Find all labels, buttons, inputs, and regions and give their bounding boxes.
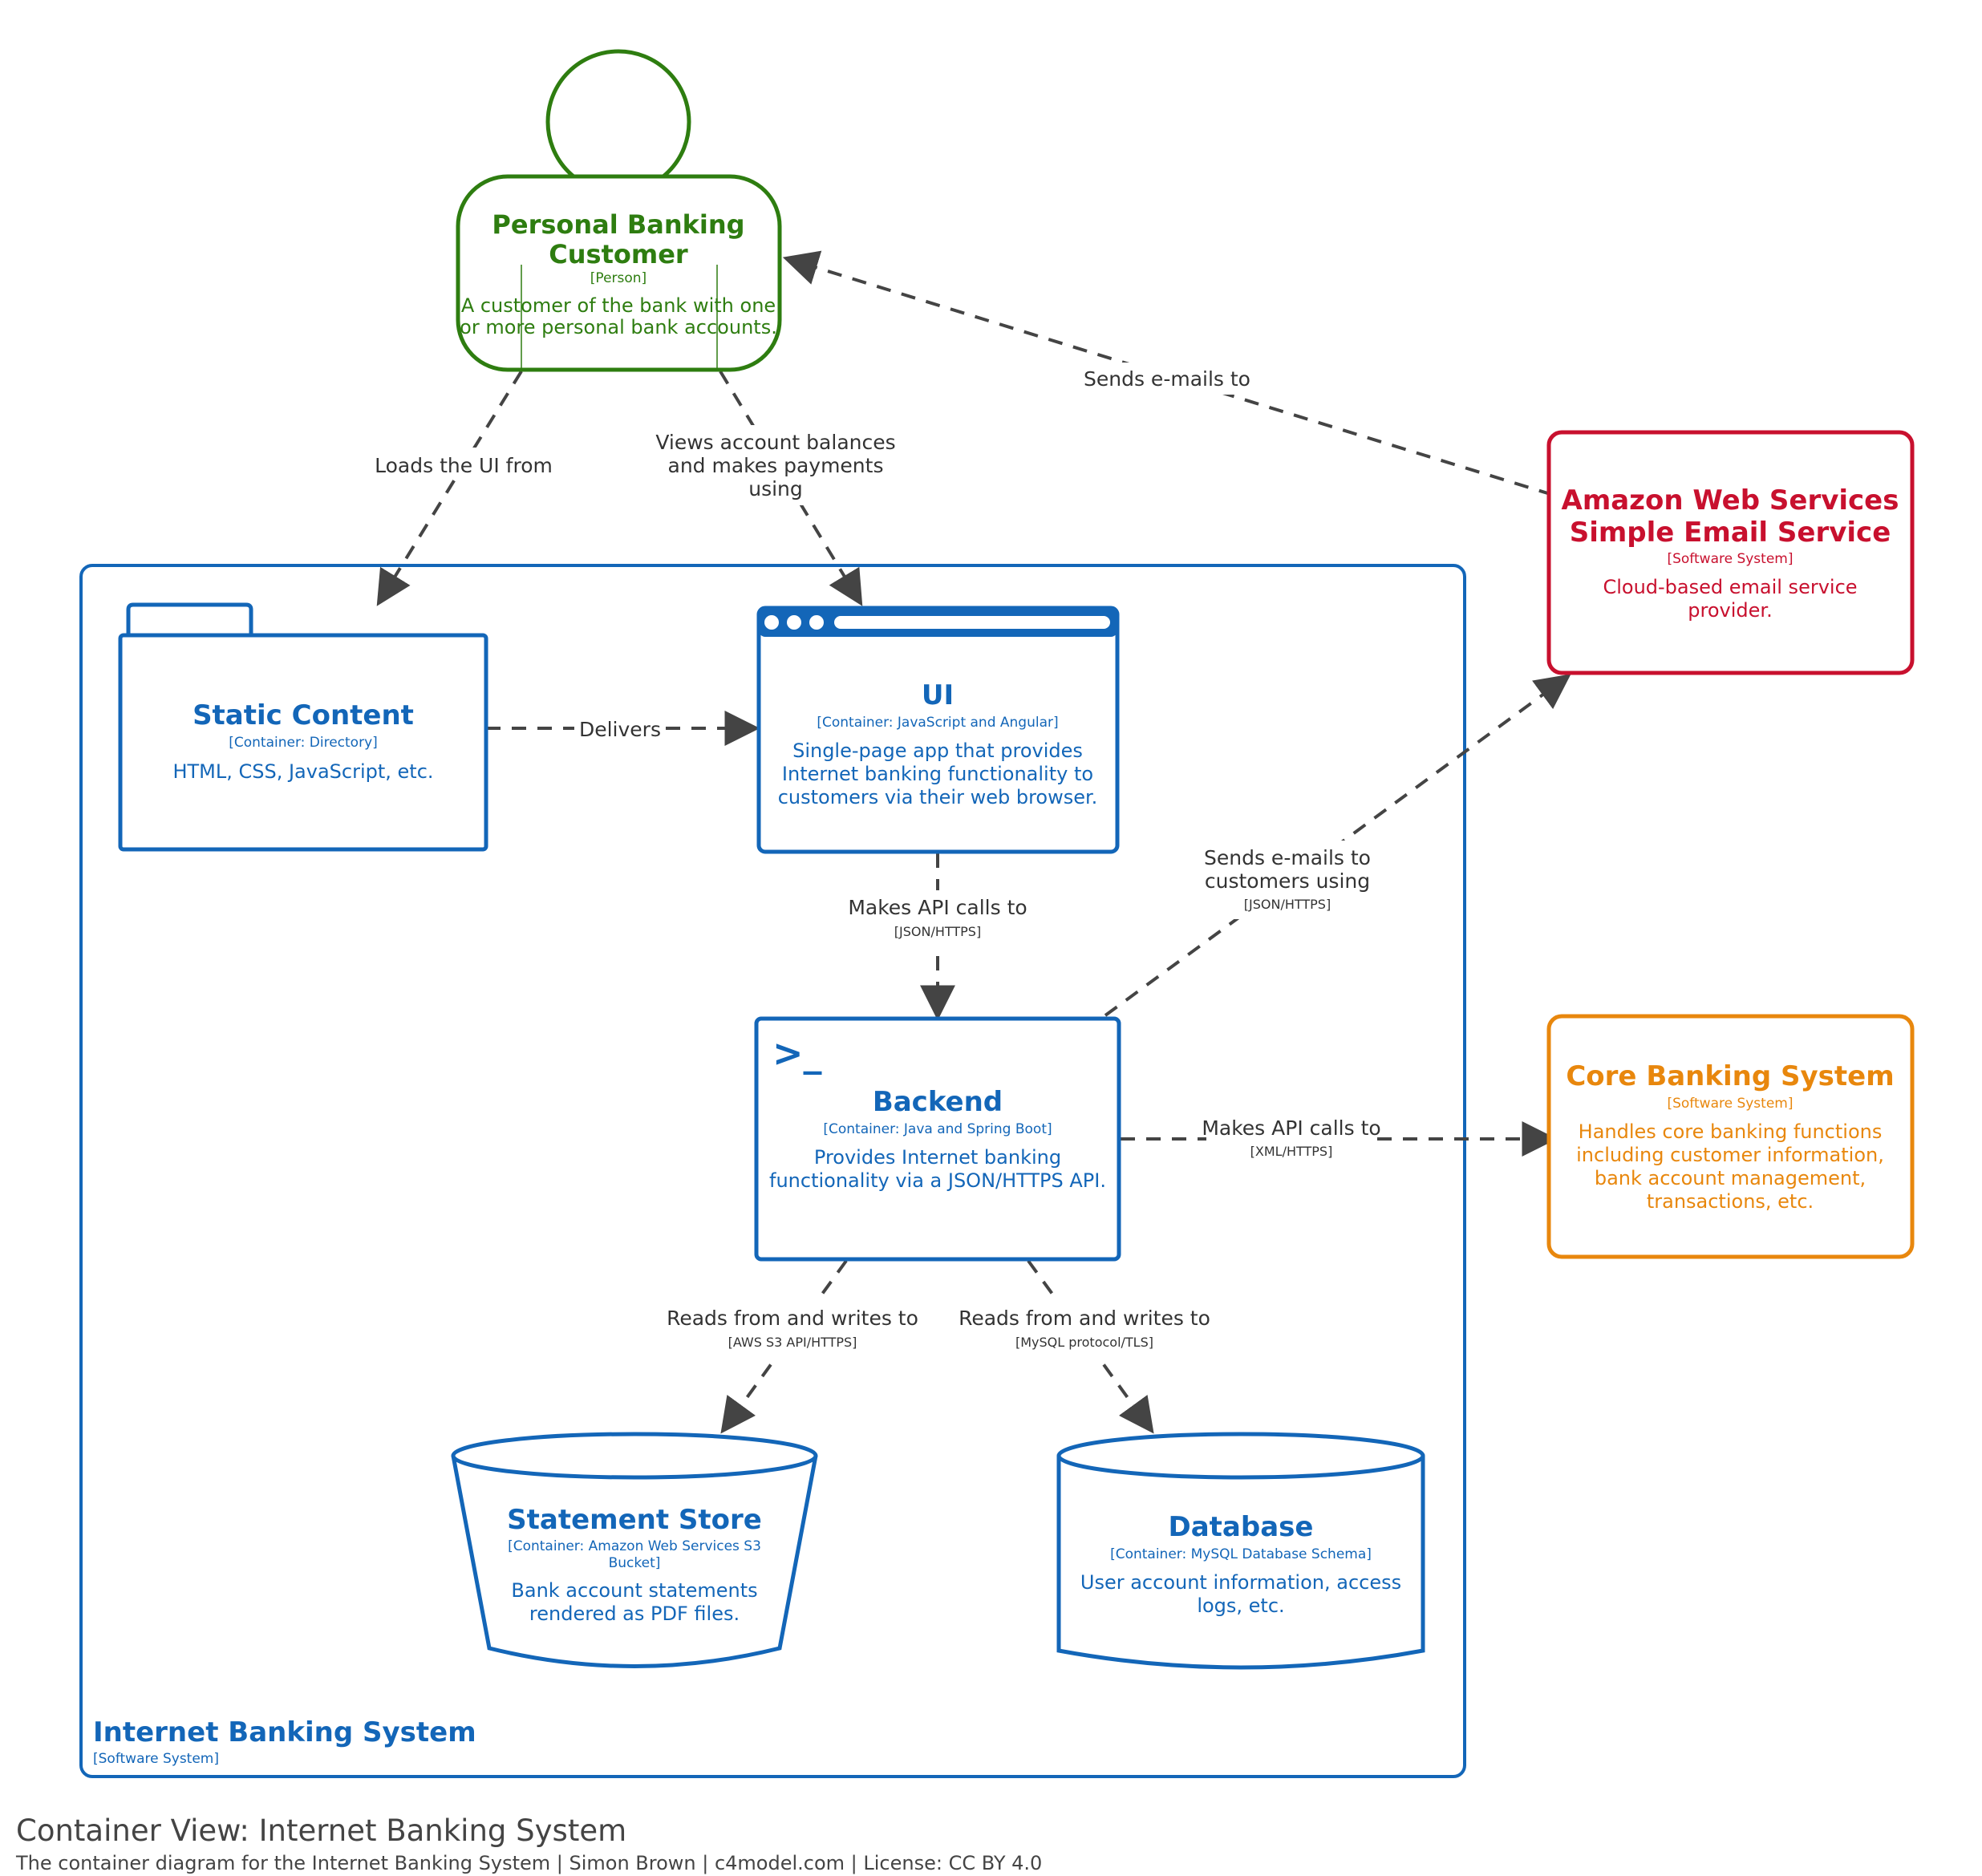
database-tech: [Container: MySQL Database Schema]	[1110, 1546, 1372, 1562]
ui-tech: [Container: JavaScript and Angular]	[817, 715, 1058, 731]
bucket-body	[451, 1455, 818, 1668]
core-desc-1: Handles core banking functions	[1579, 1120, 1883, 1143]
core-desc-4: transactions, etc.	[1647, 1190, 1814, 1213]
browser-dot-1	[764, 615, 779, 630]
person-title-1: Personal Banking	[492, 209, 744, 240]
static-content-tech: [Container: Directory]	[229, 735, 378, 751]
database-title: Database	[1169, 1511, 1314, 1543]
relationship-labels: Loads the UI from Views account balances…	[375, 363, 1381, 1357]
internet-banking-system-boundary[interactable]: Internet Banking System [Software System…	[79, 564, 1466, 1778]
ui-container[interactable]: UI [Container: JavaScript and Angular] S…	[756, 606, 1120, 854]
core-desc-2: including customer information,	[1576, 1144, 1884, 1166]
person-head	[545, 49, 691, 195]
rel-backend-s3-label: Reads from and writes to	[667, 1307, 918, 1330]
cylinder-top	[1056, 1432, 1425, 1480]
diagram-caption: Container View: Internet Banking System …	[15, 1813, 1042, 1874]
ui-desc-3: customers via their web browser.	[778, 786, 1098, 808]
caption-title: Container View: Internet Banking System	[16, 1813, 626, 1848]
core-tech: [Software System]	[1667, 1096, 1793, 1112]
caption-subtitle: The container diagram for the Internet B…	[15, 1852, 1042, 1874]
core-desc-3: bank account management,	[1595, 1167, 1866, 1189]
person-tech: [Person]	[590, 270, 646, 286]
aws-simple-email-service[interactable]: Amazon Web Services Simple Email Service…	[1546, 430, 1915, 675]
rel-views-label-1: Views account balances	[655, 431, 895, 454]
statement-store-desc-1: Bank account statements	[511, 1579, 757, 1602]
aws-desc-2: provider.	[1688, 599, 1772, 622]
bucket-rim	[451, 1432, 818, 1480]
backend-title: Backend	[873, 1086, 1003, 1118]
backend-container[interactable]: >_ Backend [Container: Java and Spring B…	[754, 1016, 1121, 1262]
person-title-2: Customer	[549, 239, 688, 269]
browser-dot-3	[809, 615, 824, 630]
statement-store-tech-2: Bucket]	[609, 1555, 661, 1571]
statement-store-container[interactable]: Statement Store [Container: Amazon Web S…	[451, 1432, 818, 1668]
static-content-desc: HTML, CSS, JavaScript, etc.	[172, 760, 433, 783]
rel-backend-core-label: Makes API calls to	[1202, 1116, 1380, 1140]
browser-address-bar	[834, 616, 1110, 629]
statement-store-desc-2: rendered as PDF files.	[529, 1603, 740, 1625]
browser-dot-2	[787, 615, 801, 630]
aws-desc-1: Cloud-based email service	[1603, 576, 1857, 598]
person-desc-2: or more personal bank accounts.	[460, 316, 777, 338]
rel-backend-email-label-1: Sends e-mails to	[1204, 846, 1371, 869]
static-content-title: Static Content	[193, 699, 414, 731]
database-container[interactable]: Database [Container: MySQL Database Sche…	[1056, 1432, 1425, 1670]
personal-banking-customer[interactable]: Personal Banking Customer [Person] A cus…	[456, 49, 782, 372]
person-body	[456, 174, 782, 372]
backend-desc-2: functionality via a JSON/HTTPS API.	[769, 1169, 1106, 1192]
boundary-title: Internet Banking System	[93, 1716, 476, 1748]
cylinder-body	[1056, 1456, 1425, 1670]
boundary-tech: [Software System]	[93, 1751, 219, 1767]
rel-backend-s3-tech: [AWS S3 API/HTTPS]	[728, 1335, 857, 1350]
person-desc-1: A customer of the bank with one	[461, 294, 776, 317]
terminal-prompt-icon: >_	[772, 1031, 822, 1075]
statement-store-tech-1: [Container: Amazon Web Services S3	[508, 1538, 761, 1554]
backend-desc-1: Provides Internet banking	[814, 1146, 1061, 1169]
rel-loads-ui-line	[376, 370, 523, 606]
rel-sends-emails-to-line	[782, 250, 1554, 496]
ui-desc-1: Single-page app that provides	[792, 739, 1083, 762]
ui-title: UI	[922, 679, 954, 711]
rel-backend-email-label-2: customers using	[1205, 869, 1370, 893]
rel-ui-api-tech: [JSON/HTTPS]	[894, 924, 981, 939]
rel-loads-ui-label: Loads the UI from	[375, 454, 553, 477]
aws-title-1: Amazon Web Services	[1562, 484, 1899, 517]
ui-desc-2: Internet banking functionality to	[782, 763, 1093, 785]
rel-ui-api-label: Makes API calls to	[848, 896, 1027, 919]
rel-delivers-label: Delivers	[579, 718, 661, 741]
rel-backend-email-tech: [JSON/HTTPS]	[1244, 897, 1331, 912]
rel-backend-db-tech: [MySQL protocol/TLS]	[1015, 1335, 1153, 1350]
folder-tab	[126, 602, 253, 635]
rel-backend-db-label: Reads from and writes to	[959, 1307, 1210, 1330]
rel-views-label-2: and makes payments	[668, 454, 884, 477]
statement-store-title: Statement Store	[507, 1504, 762, 1536]
rel-backend-core-tech: [XML/HTTPS]	[1250, 1144, 1333, 1159]
backend-tech: [Container: Java and Spring Boot]	[823, 1121, 1052, 1137]
core-banking-system[interactable]: Core Banking System [Software System] Ha…	[1546, 1014, 1915, 1259]
rel-sends-emails-to-label: Sends e-mails to	[1084, 367, 1250, 391]
aws-title-2: Simple Email Service	[1570, 517, 1891, 549]
database-desc-1: User account information, access	[1080, 1571, 1401, 1594]
core-title: Core Banking System	[1566, 1060, 1894, 1092]
aws-tech: [Software System]	[1667, 551, 1793, 567]
database-desc-2: logs, etc.	[1197, 1594, 1284, 1617]
static-content-container[interactable]: Static Content [Container: Directory] HT…	[118, 602, 488, 852]
rel-views-label-3: using	[748, 477, 803, 500]
